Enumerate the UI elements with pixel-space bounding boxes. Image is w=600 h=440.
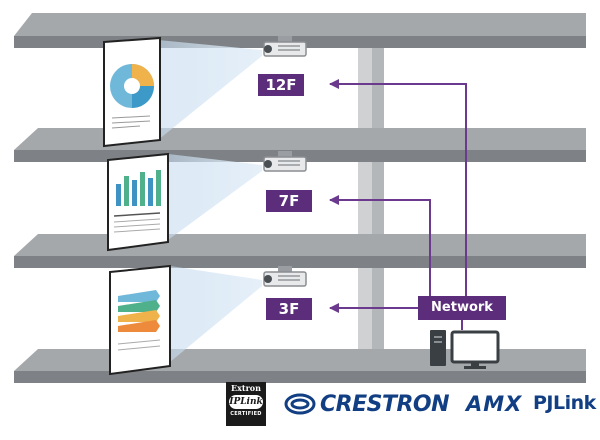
extron-iplink-logo: Extron IPLink CERTIFIED — [226, 382, 266, 426]
projection-beam-7f — [168, 154, 262, 240]
amx-logo: AMX — [466, 392, 523, 416]
extron-logo-program: IPLink — [229, 395, 263, 409]
floor-label-12f: 12F — [258, 74, 304, 96]
projection-screen-7f — [107, 152, 169, 252]
projection-beam-12f — [158, 40, 262, 140]
floor-label-3f: 3F — [266, 298, 312, 320]
projection-beam-3f — [170, 266, 262, 362]
floor-label-7f: 7F — [266, 190, 312, 212]
network-connections — [329, 79, 467, 330]
link-to-12f — [329, 79, 467, 296]
projector-icon — [263, 266, 307, 287]
floor-slab-7f — [14, 234, 586, 268]
extron-logo-name: Extron — [231, 383, 261, 393]
pjlink-logo: PJLink — [533, 392, 596, 414]
computer-icon — [430, 330, 500, 369]
crestron-logo-mark — [284, 393, 316, 415]
projector-icon — [263, 151, 307, 172]
crestron-logo: CRESTRON — [320, 392, 450, 417]
floor-slab-3f — [14, 349, 586, 383]
projector-icon — [263, 36, 307, 57]
projection-screen-12f — [103, 36, 161, 148]
extron-logo-status: CERTIFIED — [230, 411, 262, 417]
projection-screen-3f — [109, 264, 171, 376]
core-wall — [358, 42, 384, 378]
network-label: Network — [418, 296, 506, 320]
link-to-7f — [329, 195, 431, 296]
